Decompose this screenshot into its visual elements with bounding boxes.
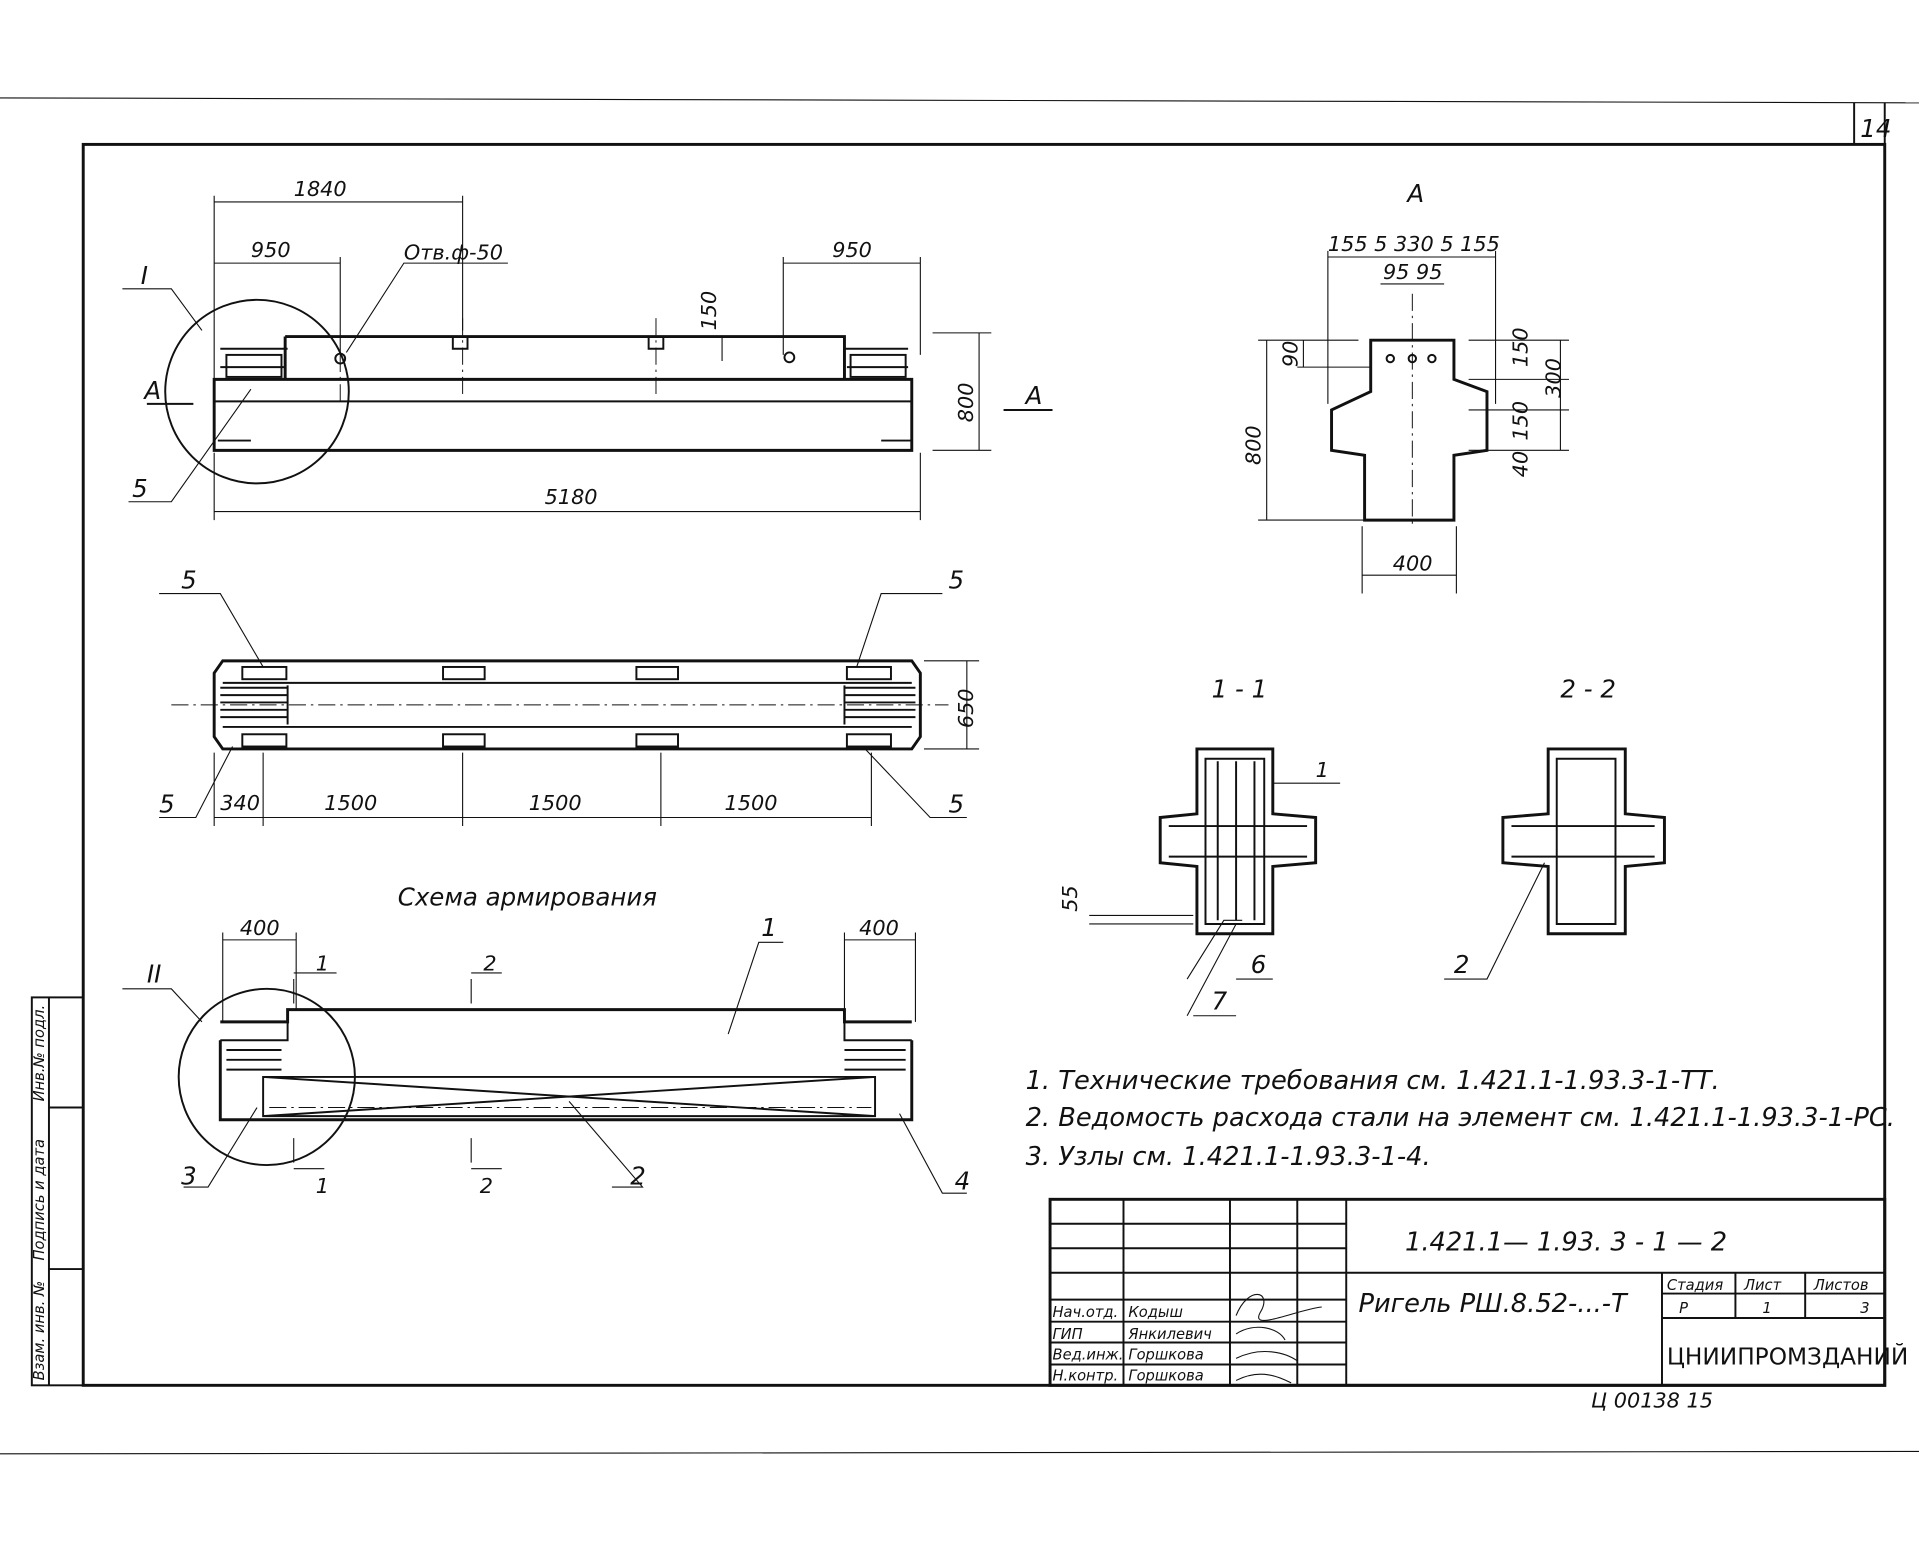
dimension-label: Кодыш: [1128, 1304, 1183, 1321]
dimension-label: 2 - 2: [1560, 675, 1616, 704]
note-2: 2. Ведомость расхода стали на элемент см…: [1026, 1103, 1895, 1133]
dimension-label: 3: [181, 1162, 197, 1191]
dimension-label: 1 - 1: [1212, 675, 1268, 704]
dimension-label: 5: [159, 790, 175, 819]
dimension-label: А: [142, 376, 161, 405]
dimension-label: Лист: [1743, 1277, 1782, 1294]
side-stamp: Инв.№ подл. Подпись и дата Взам. инв. №: [30, 996, 85, 1387]
stamp-field: Взам. инв. №: [31, 1281, 48, 1381]
dimension-label: 2: [630, 1162, 646, 1191]
element-name: Ригель РШ.8.52-...-Т: [1358, 1289, 1629, 1319]
dimension-label: Янкилевич: [1127, 1326, 1212, 1343]
title-block: 1.421.1— 1.93. 3 - 1 — 2 Ригель РШ.8.52-…: [1048, 1197, 1908, 1412]
dimension-label: 1: [316, 1174, 329, 1198]
dimension-label: Листов: [1813, 1277, 1869, 1294]
archive-number: Ц 00138 15: [1591, 1388, 1713, 1412]
dimension-label: 340: [220, 791, 260, 815]
dimension-label: 800: [1242, 425, 1266, 465]
dimension-label: 950: [251, 238, 291, 262]
dimension-label: II: [147, 960, 161, 989]
dimension-label: 150: [1508, 327, 1532, 367]
dimension-label: 3: [1860, 1300, 1869, 1317]
dimension-label: Нач.отд.: [1053, 1304, 1119, 1321]
dimension-label: 1840: [294, 177, 347, 201]
dimension-label: А: [1024, 381, 1043, 410]
dimension-label: 1: [1316, 758, 1329, 782]
dimension-label: 2: [480, 1174, 493, 1198]
dimension-label: 400: [240, 916, 280, 940]
reinforcement-scheme: Схема армирования 400 400 II 1 1 2 2 1 2…: [122, 883, 971, 1198]
dimension-label: 400: [1393, 551, 1433, 575]
dimension-label: ГИП: [1053, 1326, 1083, 1343]
dimension-label: 800: [954, 383, 978, 423]
dimension-label: 155 5 330 5 155: [1328, 232, 1500, 256]
dimension-label: 5180: [545, 485, 598, 509]
beam-plan-view: 5 5 5 5 650 340 1500 1500 1500: [159, 566, 980, 827]
dimension-label: Горшкова: [1128, 1347, 1203, 1364]
dimension-label: 55: [1058, 885, 1082, 911]
note-3: 3. Узлы см. 1.421.1-1.93.3-1-4.: [1026, 1142, 1431, 1172]
document-designation: 1.421.1— 1.93. 3 - 1 — 2: [1405, 1228, 1727, 1258]
notes: 1. Технические требования см. 1.421.1-1.…: [1026, 1066, 1895, 1172]
dimension-label: 6: [1251, 950, 1267, 979]
dimension-label: 95 95: [1383, 260, 1443, 284]
dimension-label: 5: [181, 566, 197, 595]
sheet-top-edge: [0, 97, 1919, 104]
dimension-label: 1: [1762, 1300, 1771, 1317]
dimension-label: Схема армирования: [398, 883, 657, 912]
beam-elevation-view: 1840 950 950 Отв.ф-50 150 800 5180 I 5 А…: [122, 177, 1053, 521]
sheet-bottom-edge: [0, 1450, 1919, 1455]
dimension-label: 4: [955, 1167, 971, 1196]
dimension-label: Отв.ф-50: [404, 240, 503, 264]
section-A-view: А 155 5 330 5 155 95 95 90 150 300 150 4…: [1242, 179, 1569, 594]
dimension-label: 400: [859, 916, 899, 940]
dimension-label: I: [141, 261, 148, 290]
dimension-label: 650: [954, 688, 978, 728]
note-1: 1. Технические требования см. 1.421.1-1.…: [1026, 1066, 1720, 1096]
dimension-label: 90: [1278, 341, 1302, 367]
organization: ЦНИИПРОМЗДАНИЙ: [1667, 1343, 1908, 1371]
dimension-label: Стадия: [1667, 1277, 1723, 1294]
section-2-2-view: 2 - 2 2: [1444, 675, 1666, 980]
dimension-label: 300: [1541, 358, 1565, 398]
stamp-field: Инв.№ подл.: [31, 1005, 48, 1102]
dimension-label: Н.контр.: [1053, 1367, 1119, 1384]
dimension-label: А: [1405, 179, 1424, 208]
dimension-label: Горшкова: [1128, 1367, 1203, 1384]
sheet-number-box: [1853, 102, 1886, 1386]
signatures: [1235, 1293, 1322, 1384]
dimension-label: 1500: [529, 791, 582, 815]
dimension-label: 1500: [324, 791, 377, 815]
dimension-label: 150: [697, 291, 721, 331]
dimension-label: 1: [761, 913, 777, 942]
dimension-label: 1500: [725, 791, 778, 815]
dimension-label: 5: [948, 790, 964, 819]
dimension-label: 40: [1508, 451, 1532, 477]
dimension-label: 950: [832, 238, 872, 262]
dimension-label: 1: [316, 951, 329, 975]
dimension-label: 7: [1212, 987, 1228, 1016]
dimension-label: Р: [1679, 1300, 1688, 1317]
dimension-label: 2: [483, 951, 496, 975]
sheet-number: 14: [1860, 114, 1891, 143]
dimension-label: Вед.инж.: [1053, 1347, 1124, 1364]
dimension-label: 5: [948, 566, 964, 595]
dimension-label: 2: [1454, 950, 1470, 979]
section-1-1-view: 1 - 1 1 55 6 7: [1058, 675, 1341, 1017]
stamp-field: Подпись и дата: [31, 1139, 48, 1261]
node-I-circle: [164, 298, 350, 485]
dimension-label: 150: [1508, 401, 1532, 441]
dimension-label: 5: [132, 474, 148, 503]
node-II-circle: [177, 987, 356, 1167]
